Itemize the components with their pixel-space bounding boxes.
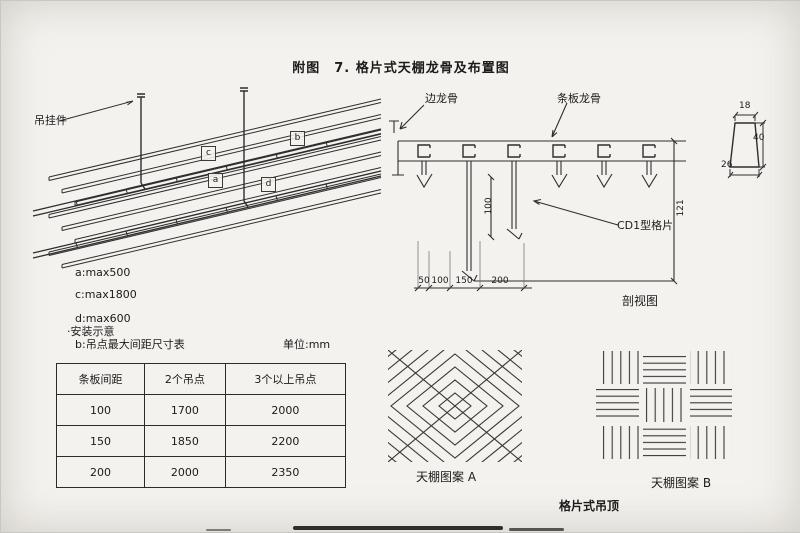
table-row: 100 1700 2000 [56,394,347,426]
hang-point-spacing-table: 条板间距 2个吊点 3个以上吊点 100 1700 2000 150 1850 … [56,363,347,488]
mark-d: d [261,177,276,192]
section-view-drawing [389,102,686,292]
dim-121: 121 [676,199,687,217]
dim-100: 100 [484,197,495,215]
isometric-ceiling-drawing [32,87,382,269]
slat-keel-label: 条板龙骨 [557,92,601,105]
table-cell: 100 [56,394,145,426]
note-d: d:max600 [75,312,131,325]
mark-c: c [201,146,216,161]
pattern-a-label: 天棚图案 A [416,470,477,484]
bottom-dim-200: 200 [491,276,509,286]
ceiling-pattern-b [596,351,732,459]
table-cell: 2350 [224,456,347,488]
note-c: c:max1800 [75,288,137,301]
note-b: b:吊点最大间距尺寸表 [75,338,185,351]
bottom-dim-50: 50 [418,276,430,286]
table-cell: 200 [56,456,145,488]
profile-dim-18: 18 [739,101,751,111]
scan-artifact [206,529,231,531]
profile-dim-40: 40 [753,133,765,143]
grid-piece-label: CD1型格片 [617,219,674,232]
scan-artifact [509,528,564,531]
profile-dim-26: 26 [721,160,733,170]
hanger-label: 吊挂件 [34,114,67,127]
bottom-dim-100: 100 [431,276,449,286]
table-cell: 2000 [143,456,226,488]
table-cell: 150 [56,425,145,457]
ceiling-pattern-a [388,350,522,462]
sheet-title: 附图 7. 格片式天棚龙骨及布置图 [292,61,510,76]
table-cell: 2000 [224,394,347,426]
note-install: ·安装示意 [67,325,115,338]
table-header: 2个吊点 [143,363,226,395]
table-row: 150 1850 2200 [56,425,347,457]
unit-label: 单位:mm [283,338,331,351]
footer-label: 格片式吊顶 [559,499,620,513]
table-header-row: 条板间距 2个吊点 3个以上吊点 [56,363,347,395]
table-header: 3个以上吊点 [224,363,347,395]
pattern-b-label: 天棚图案 B [651,476,712,490]
mark-a: a [208,173,223,188]
section-caption: 剖视图 [622,294,659,308]
bottom-dim-150: 150 [455,276,473,286]
table-row: 200 2000 2350 [56,456,347,488]
keel-profile-drawing [727,111,767,179]
edge-keel-label: 边龙骨 [425,92,458,105]
table-cell: 1850 [143,425,226,457]
mark-b: b [290,131,305,146]
table-cell: 1700 [143,394,226,426]
table-cell: 2200 [224,425,347,457]
note-a: a:max500 [75,266,131,279]
scan-artifact [293,526,503,530]
table-header: 条板间距 [56,363,145,395]
